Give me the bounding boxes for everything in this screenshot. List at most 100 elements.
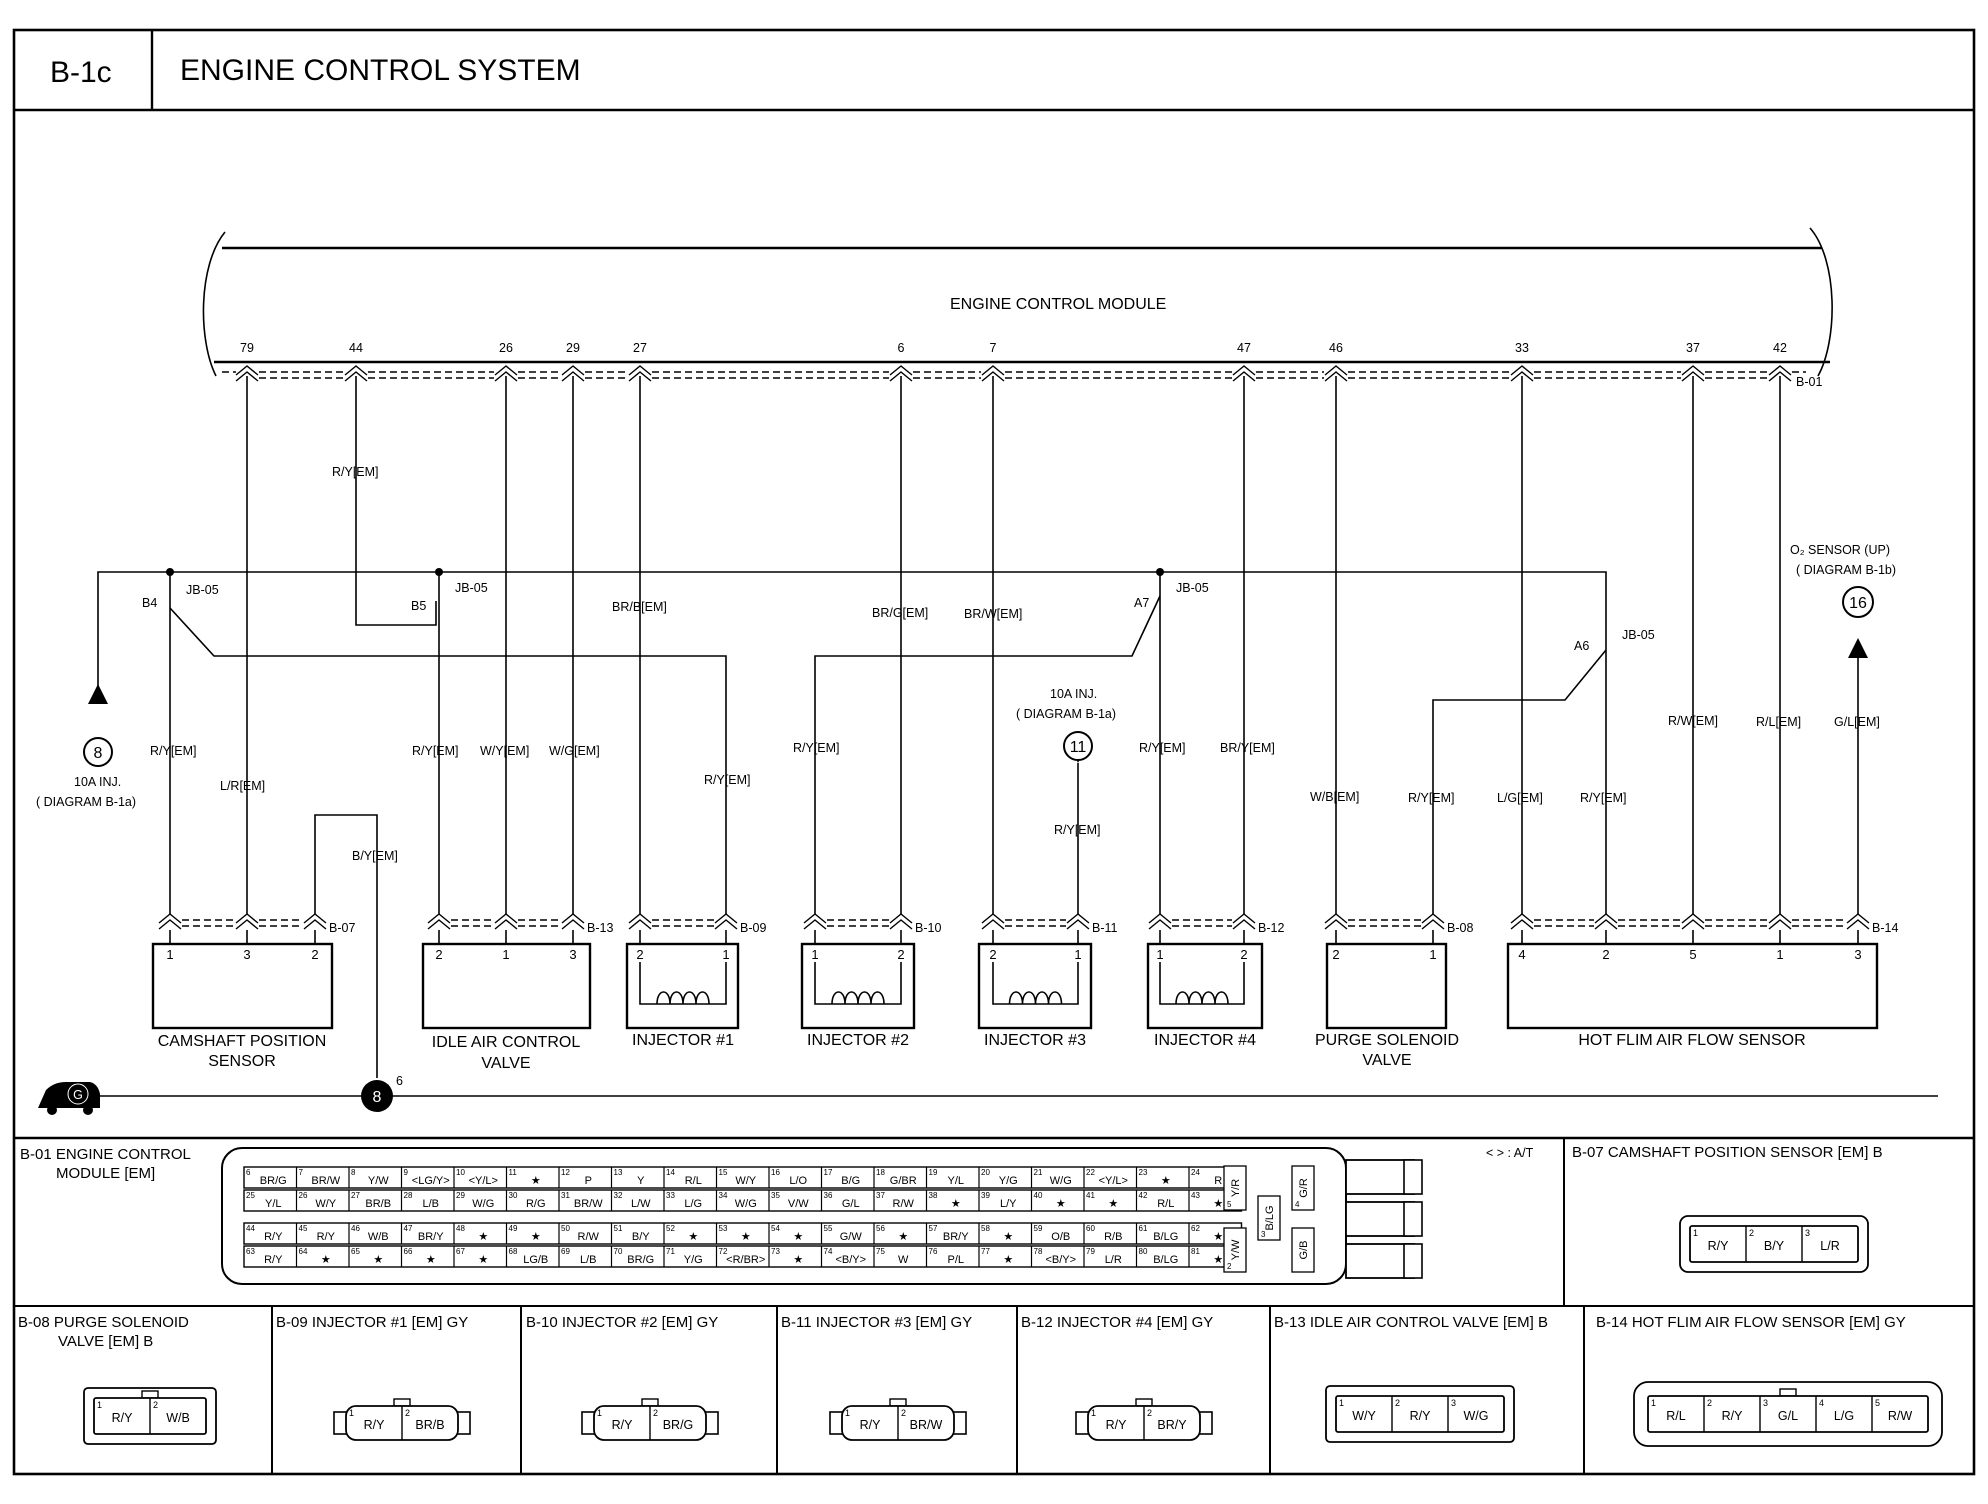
ground-pin: 6 <box>396 1074 403 1088</box>
b01-side-color: G/R <box>1298 1178 1310 1198</box>
b12-pin-color: R/Y <box>1106 1418 1128 1432</box>
b01-pin-number: 20 <box>981 1168 990 1177</box>
header: B-1c ENGINE CONTROL SYSTEM <box>12 28 1976 1476</box>
b01-pin-number: 41 <box>1086 1191 1095 1200</box>
ref8-line1: 10A INJ. <box>74 775 121 789</box>
component-pin: 2 <box>1240 947 1247 962</box>
b01-side-pin: 2 <box>1227 1262 1232 1271</box>
b01-pin-color: BR/G <box>627 1254 654 1266</box>
b13-pin-number: 3 <box>1451 1398 1456 1408</box>
ecm-pin-number: 46 <box>1329 341 1343 355</box>
component-pin: 4 <box>1518 947 1525 962</box>
b01-title-line2: MODULE [EM] <box>56 1165 155 1182</box>
b01-pin-color: R/B <box>1104 1231 1122 1243</box>
ref11-line2: ( DIAGRAM B-1a) <box>1016 707 1116 721</box>
b01-pin-number: 25 <box>246 1191 255 1200</box>
jb-pin-b4: B4 <box>142 596 157 610</box>
b13-pin-number: 1 <box>1339 1398 1344 1408</box>
wire-label-purge: R/Y[EM] <box>1408 791 1455 805</box>
ecm-pin-number: 79 <box>240 341 254 355</box>
b14-pin-color: G/L <box>1778 1409 1798 1423</box>
b01-pin-color: ★ <box>688 1231 698 1243</box>
b01-pin-color: LG/B <box>523 1254 548 1266</box>
jb-pin-a7: A7 <box>1134 596 1149 610</box>
b01-pin-color: W/Y <box>315 1198 336 1210</box>
b01-pin-color: Y <box>637 1175 645 1187</box>
b01-pin-color: ★ <box>478 1254 488 1266</box>
reference-8: 8 10A INJ. ( DIAGRAM B-1a) <box>36 737 136 809</box>
b01-side-pin: 3 <box>1261 1230 1266 1239</box>
b01-pin-color: ★ <box>531 1175 541 1187</box>
b01-pin-color: ★ <box>741 1231 751 1243</box>
component-pin: 1 <box>166 947 173 962</box>
ground-point: G 8 6 <box>38 1074 403 1115</box>
b07-pin-color: B/Y <box>1764 1239 1785 1253</box>
b01-pin-number: 26 <box>299 1191 308 1200</box>
b01-pin-color: BR/G <box>260 1175 287 1187</box>
connector-label: B-14 <box>1872 921 1898 935</box>
b01-pin-color: L/B <box>422 1198 439 1210</box>
b01-pin-number: 56 <box>876 1224 885 1233</box>
b01-pin-color: ★ <box>321 1254 331 1266</box>
b01-pin-number: 50 <box>561 1224 570 1233</box>
b01-pin-number: 57 <box>929 1224 938 1233</box>
connector-panel: B-01 ENGINE CONTROL MODULE [EM] < > : A/… <box>14 1136 1974 1474</box>
b01-pin-color: P <box>585 1175 592 1187</box>
b01-pin-color: R/L <box>1157 1198 1174 1210</box>
b01-pin-number: 77 <box>981 1247 990 1256</box>
wire-label-46: W/B[EM] <box>1310 790 1359 804</box>
b13-pin-color: R/Y <box>1410 1409 1432 1423</box>
b01-pin-number: 28 <box>404 1191 413 1200</box>
b01-pin-color: W <box>898 1254 909 1266</box>
b01-pin-number: 10 <box>456 1168 465 1177</box>
b01-pin-color: ★ <box>1213 1254 1223 1266</box>
component-pin: 3 <box>1854 947 1861 962</box>
b09-pin-number: 1 <box>349 1408 354 1418</box>
b01-pin-number: 33 <box>666 1191 675 1200</box>
ecm-pin-number: 33 <box>1515 341 1529 355</box>
wire-label-a7: R/Y[EM] <box>1139 741 1186 755</box>
b01-pin-number: 22 <box>1086 1168 1095 1177</box>
component-pin: 2 <box>897 947 904 962</box>
b01-pin-number: 79 <box>1086 1247 1095 1256</box>
b01-pin-number: 12 <box>561 1168 570 1177</box>
wire-label-b4: R/Y[EM] <box>150 744 197 758</box>
wire-label-37: R/W[EM] <box>1668 714 1718 728</box>
b01-pin-number: 23 <box>1139 1168 1148 1177</box>
b01-pin-color: BR/Y <box>943 1231 969 1243</box>
reference-11: 11 10A INJ. ( DIAGRAM B-1a) <box>1016 687 1116 761</box>
component-pin: 2 <box>636 947 643 962</box>
reference-16: 16 O₂ SENSOR (UP) ( DIAGRAM B-1b) <box>1790 543 1896 618</box>
b01-pin-color: <B/Y> <box>1045 1254 1076 1266</box>
jb-label-a6: JB-05 <box>1622 628 1655 642</box>
b07-pin-number: 3 <box>1805 1228 1810 1238</box>
b01-pin-number: 68 <box>509 1247 518 1256</box>
b01-pin-color: ★ <box>1161 1175 1171 1187</box>
component-pin: 1 <box>1156 947 1163 962</box>
b01-pin-number: 47 <box>404 1224 413 1233</box>
b01-pin-number: 45 <box>299 1224 308 1233</box>
b01-pin-color: V/W <box>788 1198 809 1210</box>
b01-pin-color: Y/L <box>947 1175 964 1187</box>
b01-pin-number: 71 <box>666 1247 675 1256</box>
b01-pin-number: 44 <box>246 1224 255 1233</box>
wire-label-inj1: R/Y[EM] <box>704 773 751 787</box>
ref8-line2: ( DIAGRAM B-1a) <box>36 795 136 809</box>
junction-block-labels: JB-05 B4 JB-05 B5 JB-05 A7 JB-05 A6 <box>142 581 1655 653</box>
b01-pin-number: 11 <box>509 1168 518 1177</box>
b01-pin-number: 21 <box>1034 1168 1043 1177</box>
b14-pin-color: R/W <box>1888 1409 1913 1423</box>
ref16-number: 16 <box>1849 595 1867 612</box>
b01-pin-number: 70 <box>614 1247 623 1256</box>
b01-pin-color: ★ <box>1003 1254 1013 1266</box>
b01-pin-number: 7 <box>299 1168 304 1177</box>
b01-pin-number: 16 <box>771 1168 780 1177</box>
wire-label-inj2: R/Y[EM] <box>793 741 840 755</box>
ecm-pin-number: 29 <box>566 341 580 355</box>
b13-pin-color: W/G <box>1464 1409 1489 1423</box>
b01-pin-color: ★ <box>793 1254 803 1266</box>
connector-label: B-08 <box>1447 921 1473 935</box>
wire-label-26: W/Y[EM] <box>480 744 529 758</box>
b01-pin-number: 66 <box>404 1247 413 1256</box>
